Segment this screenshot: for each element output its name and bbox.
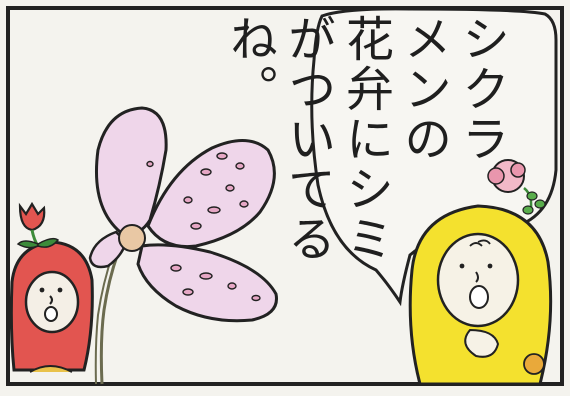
petal-lower xyxy=(136,243,278,323)
speech-text: シクラ メンの 花弁にシミ がついてるね。 xyxy=(220,14,510,274)
tulip-hat xyxy=(18,201,46,232)
speech-line-4: がついてるね。 xyxy=(221,14,335,264)
speech-line-2: メンの xyxy=(395,14,451,164)
petal-small xyxy=(88,230,128,269)
yellow-character xyxy=(408,159,553,386)
speech-line-1: シクラ xyxy=(453,14,509,164)
cyclamen-flower xyxy=(88,106,278,385)
panel-frame xyxy=(6,6,564,386)
red-character xyxy=(9,201,94,373)
flower-center xyxy=(118,224,146,252)
speech-line-3: 花弁にシミ xyxy=(337,14,393,264)
petal-spots xyxy=(146,152,261,302)
